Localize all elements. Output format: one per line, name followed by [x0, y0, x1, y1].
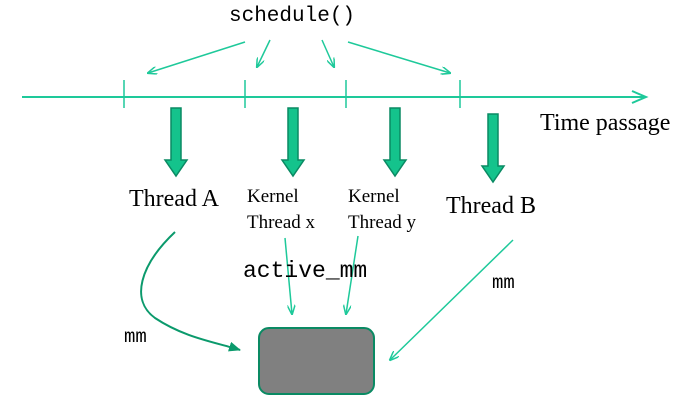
thread-a-label: Thread A	[129, 186, 219, 212]
active-mm-label: active_mm	[243, 258, 368, 284]
thread-b-label: Thread B	[446, 193, 536, 219]
schedule-arrow-1	[148, 41, 246, 73]
timeline-arrowhead	[631, 90, 649, 104]
mm-curve-thread-a	[140, 231, 241, 352]
mm-arrow-thread-b	[390, 239, 514, 360]
schedule-arrow-2	[257, 39, 271, 67]
mm-label-left: mm	[124, 326, 147, 348]
down-arrow-thread-a	[163, 107, 189, 178]
schedule-label: schedule()	[229, 5, 356, 28]
active-mm-arrow-y	[346, 235, 359, 314]
active-mm-arrow-x	[284, 237, 292, 314]
time-passage-label: Time passage	[540, 110, 671, 136]
down-arrow-kernel-y	[382, 107, 408, 178]
down-arrow-thread-b	[480, 113, 506, 184]
kernel-thread-x-label: Kernel Thread x	[247, 186, 316, 233]
mm-struct-box	[258, 327, 375, 395]
mm-label-right: mm	[492, 272, 515, 294]
kernel-thread-y-label: Kernel Thread y	[348, 186, 417, 233]
down-arrow-kernel-x	[280, 107, 306, 178]
schedule-arrow-3	[321, 39, 334, 67]
schedule-arrow-4	[347, 41, 450, 73]
